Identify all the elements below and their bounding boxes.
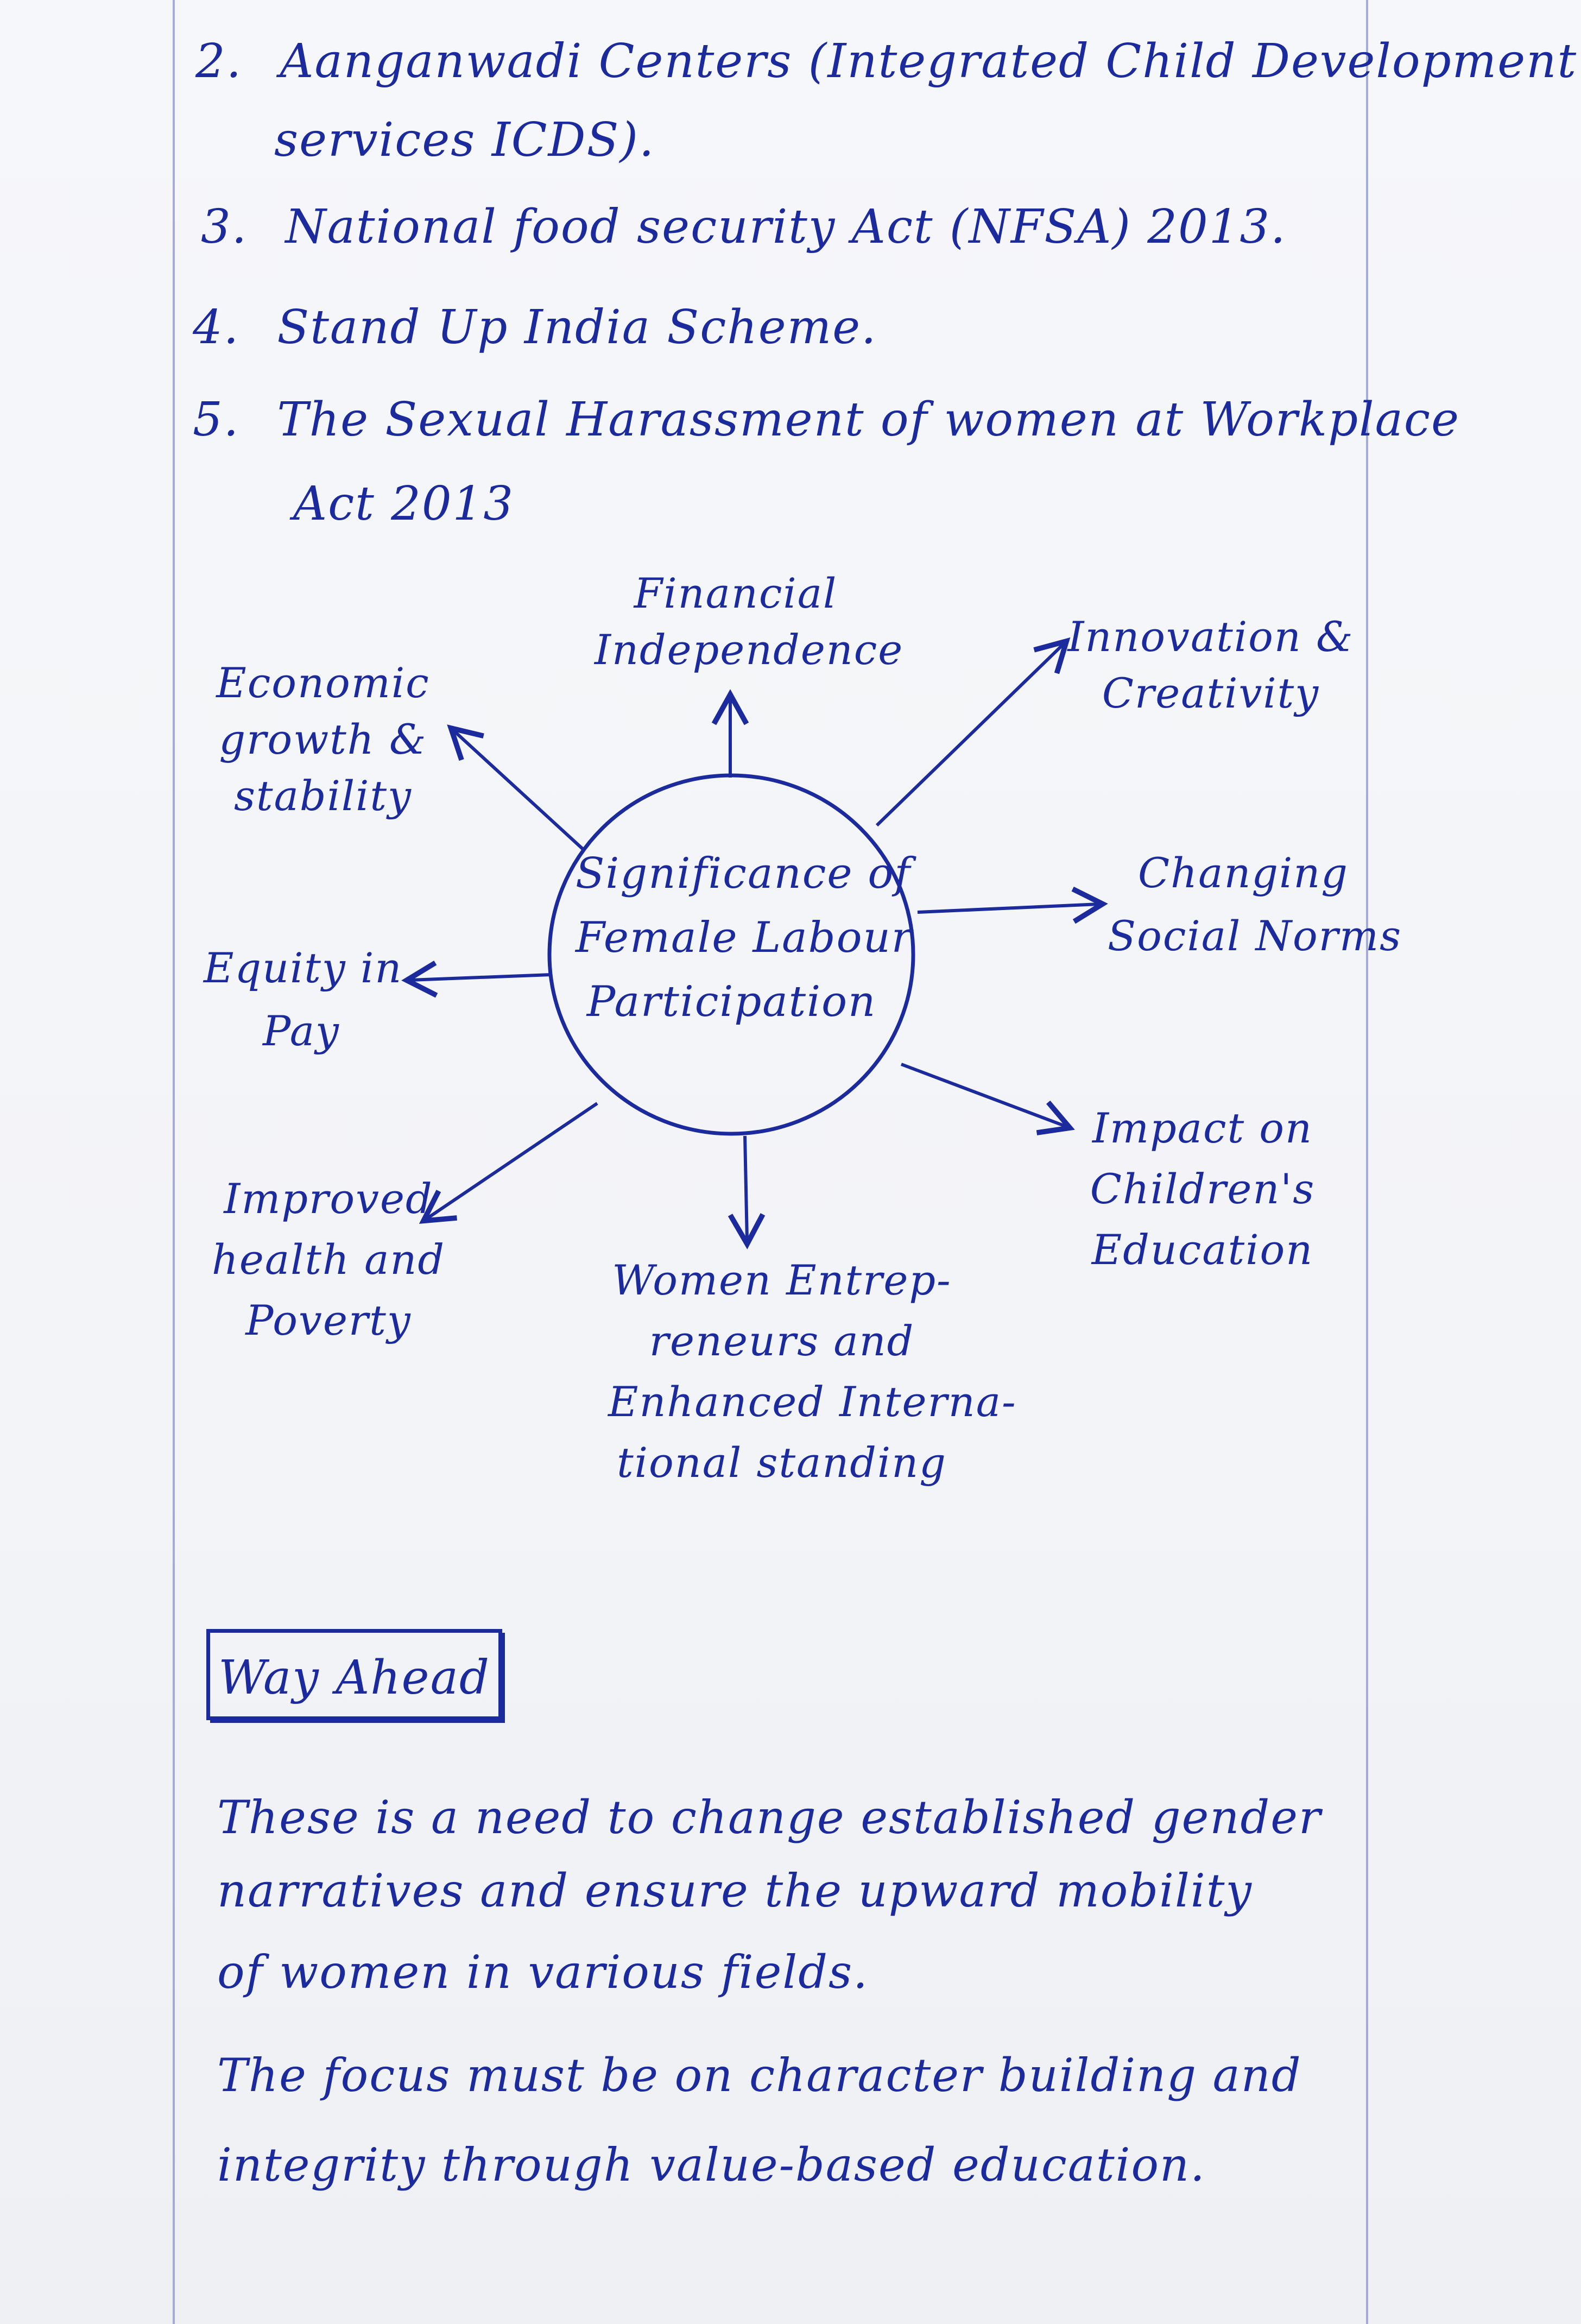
branch-line: health and (211, 1235, 446, 1284)
right-margin-rule (1366, 0, 1368, 2324)
list-text: Stand Up India Scheme. (277, 300, 877, 355)
list-text: Aanganwadi Centers (Integrated Child Dev… (280, 34, 1578, 89)
branch-line: Women Entrep- (612, 1256, 952, 1304)
arrow-to-economic-growth (447, 724, 585, 851)
center-line-1: Significance of (576, 849, 912, 898)
branch-line: reneurs and (649, 1317, 915, 1365)
branch-line: Impact on (1092, 1104, 1313, 1152)
way-ahead-heading: Way Ahead (218, 1651, 490, 1705)
branch-line: Creativity (1102, 669, 1320, 717)
list-text: The Sexual Harassment of women at Workpl… (277, 393, 1460, 447)
paragraph-2-line-1: The focus must be on character building … (217, 2049, 1302, 2102)
branch-impact-childrens-education: Impact on Children's Education (1072, 1108, 1333, 1271)
list-item-4: 4. Stand Up India Scheme. (193, 304, 877, 351)
paragraph-2-line-2: integrity through value-based education. (217, 2138, 1206, 2192)
branch-line: Pay (263, 1007, 340, 1055)
branch-improved-health-poverty: Improved health and Poverty (198, 1178, 459, 1341)
list-number: 4. (193, 300, 240, 355)
branch-innovation-creativity: Innovation & Creativity (1067, 616, 1355, 714)
branch-line: Improved (224, 1174, 433, 1223)
arrow-to-innovation (875, 637, 1071, 827)
branch-financial-independence: Financial Independence (595, 569, 904, 674)
list-number: 3. (201, 200, 248, 254)
list-text: National food security Act (NFSA) 2013. (285, 200, 1287, 254)
branch-equity-in-pay: Equity in Pay (204, 944, 403, 1055)
paragraph-1-line-3: of women in various fields. (217, 1946, 869, 1999)
list-item-5-continued: Act 2013 (293, 477, 515, 531)
arrow-to-social-norms (917, 886, 1108, 924)
arrow-to-childrens-education (900, 1063, 1075, 1135)
branch-line: Children's (1090, 1165, 1316, 1213)
branch-line: Education (1091, 1226, 1314, 1274)
center-line-2: Female Labour (576, 913, 913, 962)
list-number: 2. (195, 34, 243, 89)
branch-line: stability (234, 772, 412, 820)
branch-line: growth & (219, 715, 427, 763)
center-line-3: Participation (586, 977, 877, 1026)
list-item-5: 5. The Sexual Harassment of women at Wor… (193, 396, 1460, 443)
paragraph-1-line-1: These is a need to change established ge… (217, 1791, 1322, 1844)
branch-women-entrepreneurs: Women Entrep- reneurs and Enhanced Inter… (608, 1256, 1017, 1487)
list-item-2: 2. Aanganwadi Centers (Integrated Child … (195, 38, 1577, 85)
paragraph-1-line-2: narratives and ensure the upward mobilit… (217, 1864, 1253, 1917)
branch-line: Social Norms (1108, 912, 1402, 960)
branch-line: Independence (595, 626, 904, 674)
branch-line: Economic (216, 659, 430, 707)
branch-line: Equity in (204, 944, 403, 992)
arrow-to-improved-health (419, 1102, 598, 1224)
branch-line: Changing (1138, 849, 1349, 897)
way-ahead-heading-box: Way Ahead (206, 1629, 502, 1720)
branch-line: Poverty (245, 1296, 412, 1344)
branch-line: tional standing (617, 1438, 947, 1487)
list-item-3: 3. National food security Act (NFSA) 201… (201, 204, 1286, 250)
branch-line: Financial (634, 569, 838, 617)
branch-line: Innovation & (1067, 612, 1354, 661)
branch-economic-growth-stability: Economic growth & stability (214, 662, 432, 817)
arrow-to-equity-in-pay (401, 961, 552, 998)
mind-map-center-label: Significance of Female Labour Participat… (576, 849, 913, 1026)
left-margin-rule (173, 0, 175, 2324)
branch-line: Enhanced Interna- (608, 1378, 1017, 1426)
list-item-2-continued: services ICDS). (274, 113, 655, 167)
branch-changing-social-norms: Changing Social Norms (1108, 849, 1402, 960)
list-number: 5. (193, 393, 240, 447)
arrow-to-women-entrepreneurs (728, 1135, 766, 1249)
